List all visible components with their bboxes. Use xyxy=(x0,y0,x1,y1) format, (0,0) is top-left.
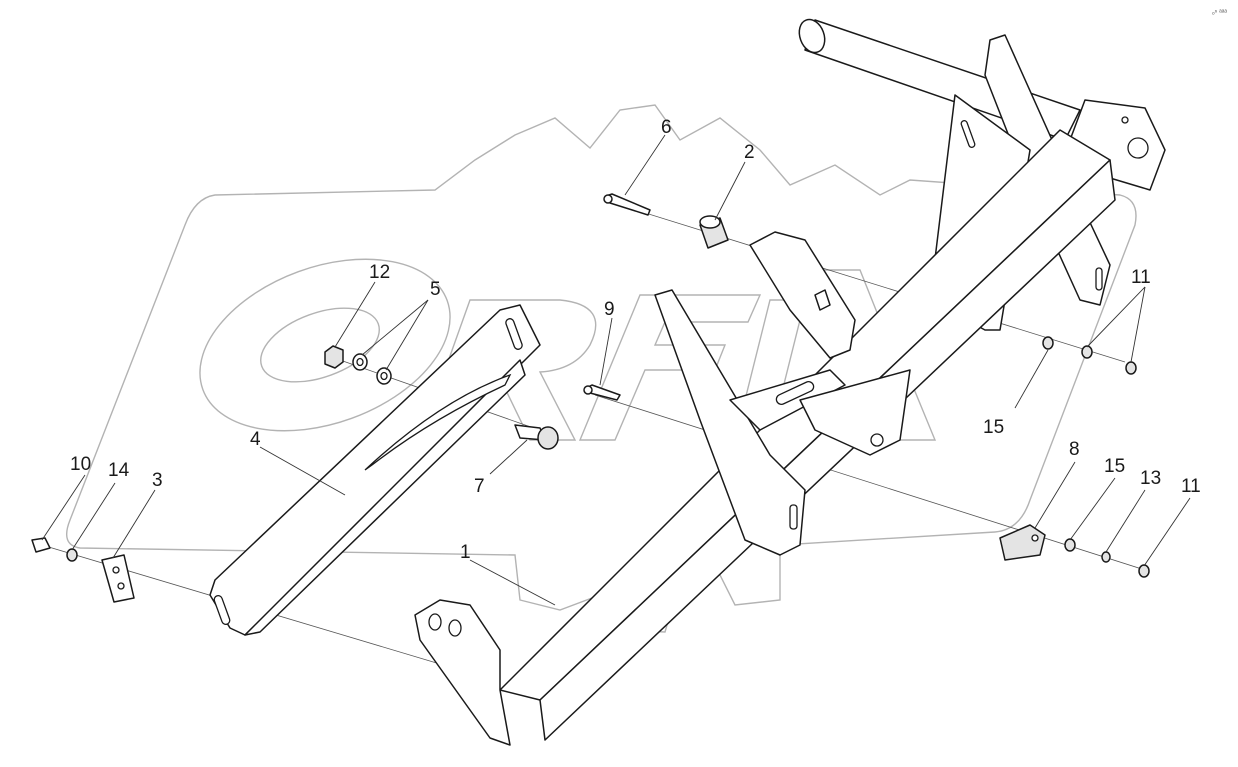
callout-7: 7 xyxy=(474,476,485,497)
block-part-8 xyxy=(999,524,1046,561)
callout-2: 2 xyxy=(744,142,755,163)
callout-5: 5 xyxy=(430,279,441,300)
corner-mark: ₒⁿ ᵃᵃᵃ xyxy=(1212,9,1227,16)
bolt-part-10 xyxy=(31,537,51,553)
pin-part-7 xyxy=(514,424,559,450)
callout-6: 6 xyxy=(661,117,672,138)
frame-middle-plate xyxy=(654,289,806,556)
callout-11-bottom: 11 xyxy=(1181,476,1201,497)
watermark-letter-o-inner xyxy=(260,307,380,383)
callout-12: 12 xyxy=(369,262,390,283)
callout-14: 14 xyxy=(108,460,130,481)
callout-10: 10 xyxy=(70,454,91,475)
slotted-bar xyxy=(209,304,541,636)
watermark-gear-outline xyxy=(66,104,1137,633)
callout-1: 1 xyxy=(460,542,471,563)
slotted-bar-part-4 xyxy=(209,304,541,636)
bolt-part-9 xyxy=(583,384,621,401)
leader-lines xyxy=(41,134,1191,606)
callout-3: 3 xyxy=(152,470,163,491)
frame-long-beam xyxy=(499,129,1111,701)
callout-8: 8 xyxy=(1069,439,1080,460)
callout-4: 4 xyxy=(250,429,261,450)
callout-11-top: 11 xyxy=(1131,267,1151,288)
callout-labels: 6 2 12 5 9 4 7 1 10 14 3 8 11 15 15 13 1… xyxy=(70,9,1227,563)
bushing-part-2 xyxy=(699,215,729,249)
watermark-letter-r xyxy=(419,299,597,441)
watermark-letter-f xyxy=(578,294,762,441)
nut-part-12 xyxy=(324,345,344,369)
callout-13: 13 xyxy=(1140,468,1161,489)
watermark-logo xyxy=(66,104,1137,633)
callout-15-bottom: 15 xyxy=(1104,456,1125,477)
frame-bottom-bracket xyxy=(414,599,511,746)
washers-part-5 xyxy=(352,353,392,385)
watermark-letter-o xyxy=(199,258,451,432)
callout-9: 9 xyxy=(604,299,615,320)
bolt-part-6 xyxy=(603,193,651,216)
main-frame-part-1 xyxy=(414,18,1166,746)
callout-15-top: 15 xyxy=(983,417,1004,438)
nuts-and-washers-group xyxy=(1042,336,1150,578)
frame-top-clamp xyxy=(749,231,856,359)
plate-part-3 xyxy=(101,554,135,603)
washer-part-14 xyxy=(66,548,78,562)
